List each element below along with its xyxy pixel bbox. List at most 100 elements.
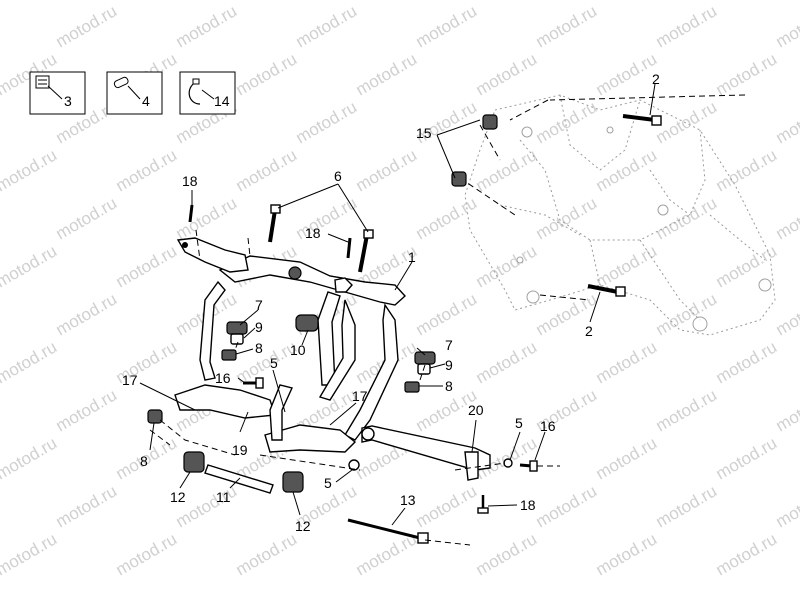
- callout-8: 8: [445, 378, 453, 394]
- part-16-screw-right: [519, 460, 538, 472]
- watermark-text: motod.ru: [0, 433, 60, 483]
- watermark-text: motod.ru: [653, 481, 721, 531]
- watermark-text: motod.ru: [713, 145, 781, 195]
- watermark-text: motod.ru: [0, 337, 60, 387]
- leader-lines: [139, 83, 656, 526]
- callout-2: 2: [585, 323, 593, 339]
- leader-line: [201, 89, 215, 100]
- watermark-text: motod.ru: [173, 1, 241, 51]
- watermark-text: motod.ru: [413, 1, 481, 51]
- watermark-text: motod.ru: [713, 433, 781, 483]
- watermark-text: motod.ru: [233, 49, 301, 99]
- watermark-text: motod.ru: [413, 193, 481, 243]
- watermark-text: motod.ru: [773, 1, 800, 51]
- watermark-text: motod.ru: [293, 97, 361, 147]
- callout-13: 13: [400, 492, 416, 508]
- watermark-text: motod.ru: [473, 0, 541, 3]
- watermark-text: motod.ru: [0, 145, 60, 195]
- callout-16: 16: [215, 370, 231, 386]
- watermark-text: motod.ru: [713, 0, 781, 3]
- watermark-text: motod.ru: [113, 0, 181, 3]
- watermark-text: motod.ru: [713, 529, 781, 579]
- part-13-long-bolt: [347, 518, 429, 544]
- watermark-text: motod.ru: [53, 385, 121, 435]
- callout-5: 5: [515, 415, 523, 431]
- watermark-text: motod.ru: [473, 529, 541, 579]
- part-16-screw-left: [243, 377, 264, 389]
- callout-16: 16: [540, 418, 556, 434]
- callout-5: 5: [270, 355, 278, 371]
- watermark-text: motod.ru: [593, 0, 661, 3]
- watermark-text: motod.ru: [353, 145, 421, 195]
- callout-12: 12: [170, 489, 186, 505]
- watermark-text: motod.ru: [593, 241, 661, 291]
- callout-18: 18: [182, 173, 198, 189]
- watermark-text: motod.ru: [593, 49, 661, 99]
- legend-item-4: 4: [106, 71, 163, 115]
- watermark-text: motod.ru: [713, 337, 781, 387]
- callout-17: 17: [122, 372, 138, 388]
- callout-12: 12: [295, 518, 311, 534]
- callout-9: 9: [445, 357, 453, 373]
- watermark-text: motod.ru: [53, 193, 121, 243]
- callout-10: 10: [290, 342, 306, 358]
- watermark-text: motod.ru: [533, 97, 601, 147]
- watermark-text: motod.ru: [773, 481, 800, 531]
- callout-18: 18: [305, 225, 321, 241]
- callout-8: 8: [140, 453, 148, 469]
- part-1-cradle-subframe: [174, 237, 406, 453]
- part-8-nut-lower-left: [147, 409, 163, 424]
- watermark-text: motod.ru: [653, 193, 721, 243]
- callout-7: 7: [445, 337, 453, 353]
- watermark-text: motod.ru: [533, 1, 601, 51]
- watermark-text: motod.ru: [413, 481, 481, 531]
- watermark-text: motod.ru: [593, 337, 661, 387]
- callout-18: 18: [520, 497, 536, 513]
- part-20-stand-bracket: [361, 425, 491, 481]
- callout-7: 7: [255, 297, 263, 313]
- watermark-text: motod.ru: [533, 193, 601, 243]
- legend: 3 4 14: [29, 71, 236, 115]
- watermark-text: motod.ru: [473, 49, 541, 99]
- assembly-dashes: [149, 229, 560, 546]
- leader-line: [47, 85, 63, 100]
- watermark-text: motod.ru: [0, 0, 60, 3]
- sleeve-icon: [113, 76, 129, 89]
- watermark-text: motod.ru: [173, 193, 241, 243]
- watermark-text: motod.ru: [713, 49, 781, 99]
- watermark-text: motod.ru: [0, 241, 60, 291]
- legend-item-3: 3: [29, 71, 86, 115]
- part-5-washer-lower: [348, 459, 360, 471]
- watermark-text: motod.ru: [113, 241, 181, 291]
- watermark-text: motod.ru: [533, 481, 601, 531]
- callout-5: 5: [324, 475, 332, 491]
- watermark-text: motod.ru: [473, 337, 541, 387]
- part-12-rubber-left: [183, 451, 205, 473]
- callout-6: 6: [334, 168, 342, 184]
- watermark-text: motod.ru: [293, 1, 361, 51]
- watermark-text: motod.ru: [653, 97, 721, 147]
- clip-nut-icon: [35, 75, 50, 89]
- watermark-text: motod.ru: [773, 193, 800, 243]
- callout-17: 17: [352, 388, 368, 404]
- callout-19: 19: [232, 442, 248, 458]
- watermark-text: motod.ru: [653, 289, 721, 339]
- watermark-text: motod.ru: [293, 193, 361, 243]
- callout-11: 11: [216, 489, 231, 505]
- watermark-text: motod.ru: [593, 433, 661, 483]
- watermark-text: motod.ru: [593, 529, 661, 579]
- watermark-text: motod.ru: [653, 385, 721, 435]
- part-18-screw-lower: [477, 495, 489, 514]
- part-15-rubber-mounts: [451, 114, 498, 187]
- legend-item-14: 14: [179, 71, 236, 115]
- leader-line: [127, 85, 141, 100]
- part-12-rubber-right: [282, 471, 304, 493]
- part-10-bushing: [295, 314, 319, 332]
- part-2-frame-bolts: [587, 114, 662, 297]
- callout-1: 1: [408, 249, 416, 265]
- callout-labels: 2 2 15 6 18 18 1 7 9 8 10 16 5 7 9 8 17 …: [122, 71, 660, 534]
- watermark-text: motod.ru: [473, 241, 541, 291]
- watermark-text: motod.ru: [773, 289, 800, 339]
- watermark-text: motod.ru: [713, 241, 781, 291]
